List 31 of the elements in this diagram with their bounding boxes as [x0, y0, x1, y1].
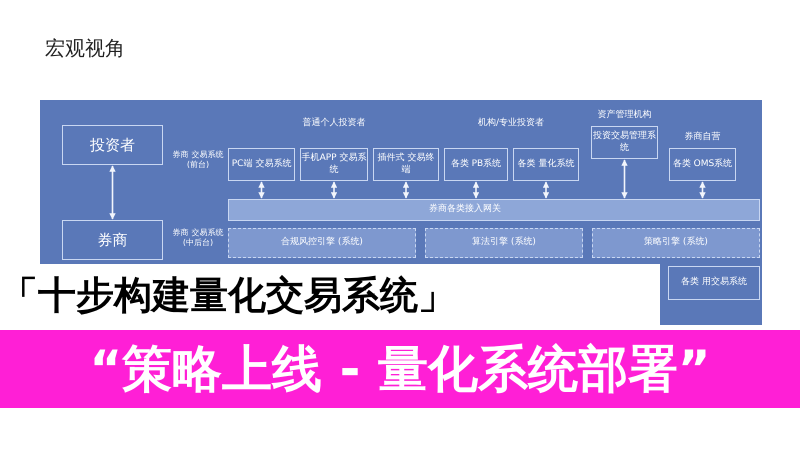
gateway-band: 券商各类接入网关 [228, 199, 760, 221]
row-label: 券商 交易系统 (中后台) [172, 228, 224, 248]
banner-subtitle: “策略上线 - 量化系统部署” [89, 338, 711, 400]
group-heading: 资产管理机构 [596, 110, 652, 122]
system-box: 各类 PB系统 [444, 148, 508, 181]
double-arrow [258, 181, 265, 199]
group-heading: 普通个人投资者 [302, 118, 366, 130]
double-arrow [402, 181, 410, 199]
banner-title: 「十步构建量化交易系统」 [0, 272, 456, 318]
system-box: 各类 用交易系统 [668, 266, 760, 300]
engine-box: 合规风控引擎 (系统) [228, 228, 416, 258]
system-box: 投资交易管理系统 [591, 126, 658, 159]
double-arrow [699, 181, 706, 199]
system-box: PC端 交易系统 [228, 148, 295, 181]
title: 宏观视角 [45, 35, 126, 62]
entity-box: 券商 [62, 220, 163, 260]
engine-box: 策略引擎 (系统) [592, 228, 760, 258]
engine-box: 算法引擎 (系统) [425, 228, 583, 258]
system-box: 手机APP 交易系统 [300, 148, 368, 181]
row-label: 券商 交易系统 (前台) [172, 150, 224, 170]
group-heading: 机构/专业投资者 [476, 118, 546, 130]
group-heading: 券商自营 [684, 132, 722, 144]
entity-box: 投资者 [62, 125, 163, 165]
system-box: 各类 OMS系统 [669, 148, 736, 181]
system-box: 插件式 交易终端 [373, 148, 439, 181]
double-arrow [472, 181, 480, 199]
double-arrow [330, 181, 338, 199]
system-box: 各类 量化系统 [513, 148, 579, 181]
double-arrow [542, 181, 550, 199]
double-arrow [621, 159, 628, 199]
double-arrow [109, 165, 116, 220]
